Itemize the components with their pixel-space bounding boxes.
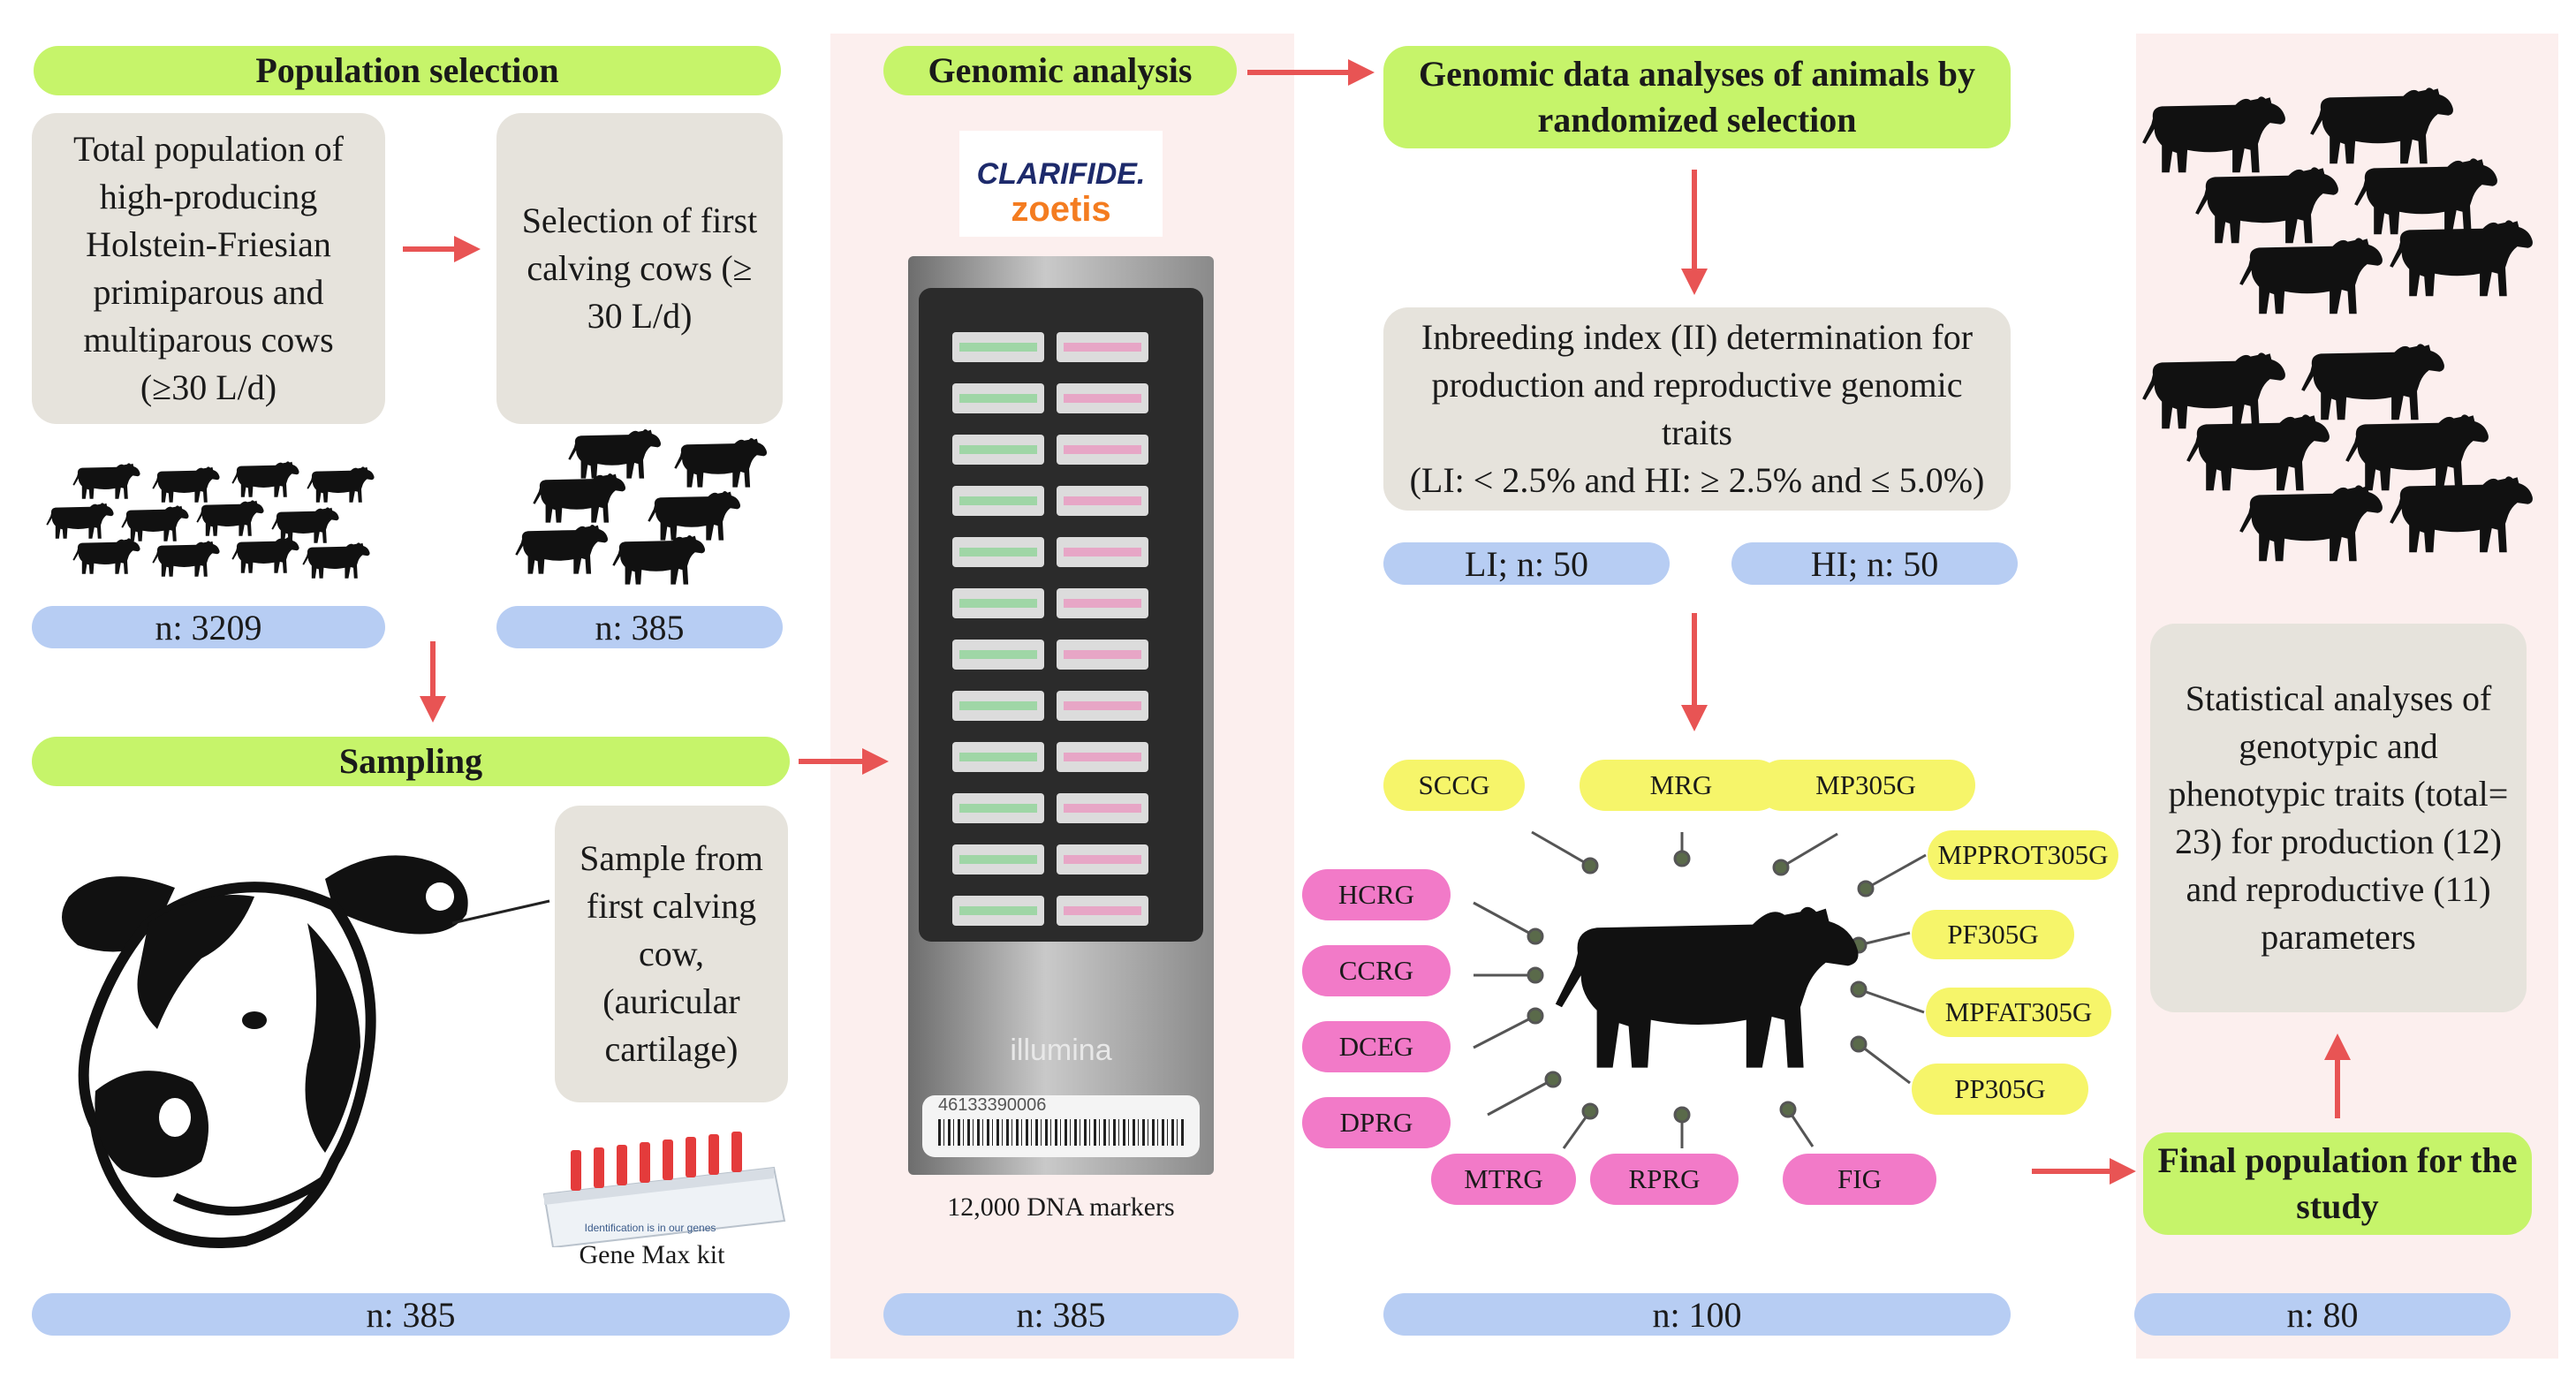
trait-mtrg: MTRG: [1431, 1154, 1576, 1205]
chip-slot-strip: [1064, 650, 1141, 659]
chip-slot-strip: [959, 855, 1037, 864]
trait-rprg: RPRG: [1590, 1154, 1739, 1205]
n-bottom-col4: n: 80: [2134, 1293, 2511, 1336]
chip-slot-strip: [1064, 445, 1141, 454]
chip-slot-strip: [1064, 701, 1141, 710]
n-bottom-col2: n: 385: [883, 1293, 1239, 1336]
sampling-title: Sampling: [32, 737, 790, 786]
final-population-box: Final population for the study: [2143, 1132, 2532, 1235]
chip-slot-strip: [959, 701, 1037, 710]
n-selected-bar: n: 385: [496, 606, 783, 648]
statistical-analyses-box: Statistical analyses of genotypic and ph…: [2150, 624, 2527, 1012]
li-bar: LI; n: 50: [1383, 542, 1670, 585]
chip-brand: illumina: [1010, 1034, 1112, 1067]
trait-fig: FIG: [1783, 1154, 1936, 1205]
trait-mrg: MRG: [1580, 760, 1783, 811]
dna-markers-caption: 12,000 DNA markers: [947, 1192, 1175, 1222]
trait-pf305g: PF305G: [1912, 910, 2074, 959]
chip-slot-strip: [959, 804, 1037, 813]
trait-dprg: DPRG: [1302, 1097, 1451, 1148]
chip-slot-strip: [1064, 496, 1141, 505]
chip-slot-strip: [1064, 855, 1141, 864]
kit-label: Gene Max kit: [579, 1240, 725, 1269]
inbreeding-text: Inbreeding index (II) determination for …: [1421, 317, 1974, 452]
cow-head-icon: [62, 855, 468, 1248]
chip-slot-strip: [1064, 906, 1141, 915]
trait-mpprot305g: MPPROT305G: [1928, 830, 2118, 880]
sample-box: Sample from first calving cow, (auricula…: [555, 806, 788, 1102]
barcode: [938, 1119, 1184, 1146]
zoetis-logo-text: zoetis: [1011, 190, 1111, 229]
chip-slot-strip: [1064, 548, 1141, 556]
selection-box: Selection of first calving cows (≥ 30 L/…: [496, 113, 783, 424]
trait-pp305g: PP305G: [1912, 1064, 2088, 1115]
genomic-data-title: Genomic data analyses of animals by rand…: [1383, 46, 2011, 148]
clarifide-logo-text: CLARIFIDE.: [976, 157, 1146, 191]
chip-slot-strip: [1064, 599, 1141, 608]
chip-slot-strip: [1064, 753, 1141, 761]
inbreeding-range: (LI: < 2.5% and HI: ≥ 2.5% and ≤ 5.0%): [1409, 460, 1985, 500]
barcode-number: 46133390006: [938, 1095, 1047, 1115]
inbreeding-box: Inbreeding index (II) determination for …: [1383, 307, 2011, 511]
chip-slot-strip: [959, 650, 1037, 659]
chip-slot-strip: [959, 753, 1037, 761]
hi-bar: HI; n: 50: [1731, 542, 2018, 585]
clarifide-logo: CLARIFIDE. zoetis: [959, 131, 1163, 237]
trait-hcrg: HCRG: [1302, 869, 1451, 920]
total-population-box: Total population of high-producing Holst…: [32, 113, 385, 424]
chip-slot-strip: [959, 394, 1037, 403]
chip-slot-strip: [959, 496, 1037, 505]
trait-ccrg: CCRG: [1302, 945, 1451, 996]
trait-dceg: DCEG: [1302, 1021, 1451, 1072]
chip-slot-strip: [1064, 804, 1141, 813]
n-bottom-col3: n: 100: [1383, 1293, 2011, 1336]
svg-text:Identification is in our genes: Identification is in our genes: [585, 1222, 716, 1234]
chip-slot-strip: [1064, 343, 1141, 352]
chip-slot-strip: [959, 906, 1037, 915]
trait-mp305g: MP305G: [1756, 760, 1975, 811]
dna-chip-icon: illumina 46133390006: [908, 256, 1214, 1175]
trait-mpfat305g: MPFAT305G: [1926, 988, 2111, 1037]
chip-slot-strip: [959, 599, 1037, 608]
n-total-bar: n: 3209: [32, 606, 385, 648]
n-bottom-col1: n: 385: [32, 1293, 790, 1336]
chip-slot-strip: [959, 445, 1037, 454]
chip-slot-strip: [959, 343, 1037, 352]
trait-sccg: SCCG: [1383, 760, 1525, 811]
genomic-analysis-title: Genomic analysis: [883, 46, 1237, 95]
chip-slot-strip: [1064, 394, 1141, 403]
chip-slot-strip: [959, 548, 1037, 556]
sample-kit-icon: Identification is in our genes: [542, 1132, 786, 1247]
population-selection-title: Population selection: [34, 46, 781, 95]
